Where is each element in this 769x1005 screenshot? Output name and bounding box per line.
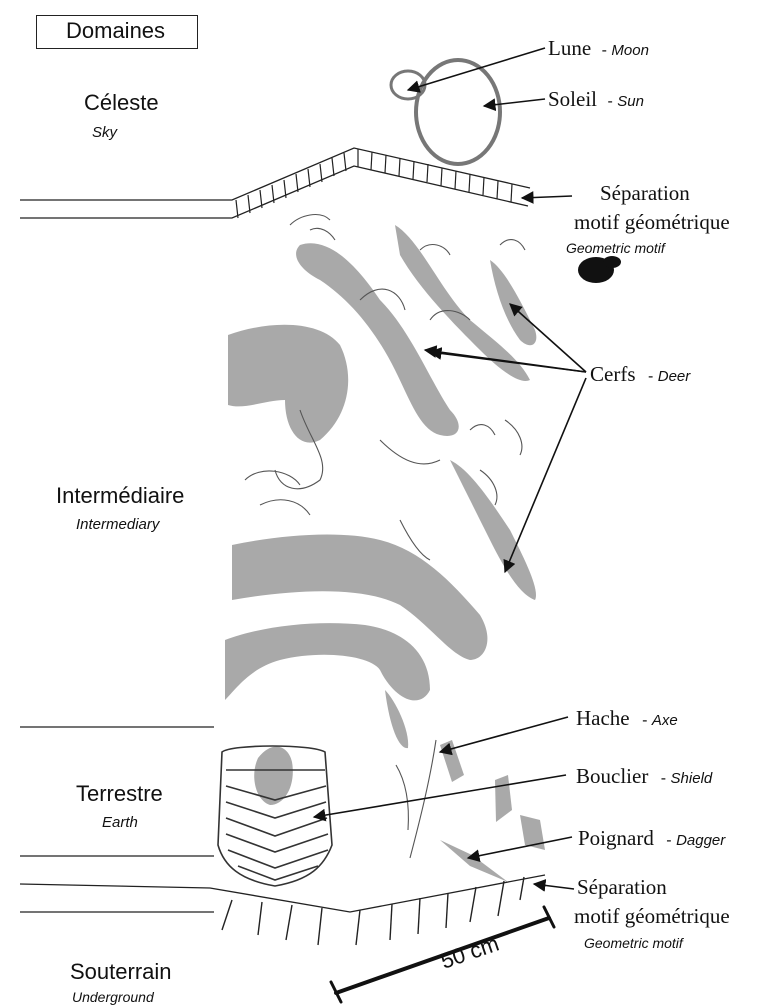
sun-shape — [416, 60, 500, 164]
engraved-figures — [225, 225, 545, 882]
domain-celeste-en: Sky — [92, 125, 117, 140]
domains-title: Domaines — [66, 20, 165, 42]
label-soleil-en: Sun — [617, 93, 644, 110]
label-cerfs-fr: Cerfs — [590, 362, 636, 386]
domain-intermediaire-label: Intermédiaire — [56, 485, 184, 507]
arrow-separation-top — [522, 196, 572, 198]
label-hache-en: Axe — [652, 712, 678, 729]
blob-figure-4 — [385, 690, 408, 748]
label-poignard-en: Dagger — [676, 832, 725, 849]
label-hache-dash: - — [642, 712, 647, 729]
domain-souterrain-en: Underground — [72, 990, 154, 1004]
label-separation-top-en: Geometric motif — [566, 241, 665, 255]
label-bouclier-fr: Bouclier — [576, 764, 648, 788]
arrow-moon — [408, 48, 545, 90]
label-bouclier-en: Shield — [671, 770, 713, 787]
arrow-shield — [314, 775, 566, 817]
label-poignard: Poignard - Dagger — [578, 828, 725, 849]
fly-mark — [578, 256, 621, 283]
label-soleil-fr: Soleil — [548, 87, 597, 111]
domain-celeste-label: Céleste — [84, 92, 159, 114]
dagger-figure — [440, 840, 508, 882]
label-poignard-fr: Poignard — [578, 826, 654, 850]
label-soleil-dash: - — [607, 93, 612, 110]
label-lune: Lune - Moon — [548, 38, 649, 59]
domain-terrestre-label: Terrestre — [76, 783, 163, 805]
label-hache: Hache - Axe — [576, 708, 678, 729]
domain-souterrain-label: Souterrain — [70, 961, 172, 983]
label-separation-bottom-en: Geometric motif — [584, 936, 683, 950]
blob-figure-1 — [228, 325, 348, 443]
deer-figure-3 — [490, 260, 536, 345]
label-lune-en: Moon — [611, 42, 649, 59]
label-hache-fr: Hache — [576, 706, 630, 730]
label-cerfs-dash: - — [648, 368, 653, 385]
label-separation-bottom-2: motif géométrique — [574, 906, 730, 927]
top-geometric-band — [236, 149, 512, 218]
label-bouclier: Bouclier - Shield — [576, 766, 712, 787]
label-separation-bottom-1: Séparation — [577, 877, 667, 898]
label-poignard-dash: - — [666, 832, 671, 849]
label-soleil: Soleil - Sun — [548, 89, 644, 110]
arrow-dagger — [468, 837, 572, 858]
small-figure — [495, 775, 512, 822]
label-lune-fr: Lune — [548, 36, 591, 60]
domain-intermediaire-en: Intermediary — [76, 517, 159, 532]
label-bouclier-dash: - — [661, 770, 666, 787]
label-separation-top-2: motif géométrique — [574, 212, 730, 233]
arrow-deer-4 — [505, 378, 586, 572]
arrow-separation-bottom — [534, 884, 574, 889]
label-cerfs: Cerfs - Deer — [590, 364, 690, 385]
blob-figure-3 — [225, 623, 430, 700]
domain-terrestre-en: Earth — [102, 815, 138, 830]
label-separation-top-1: Séparation — [600, 183, 690, 204]
label-cerfs-en: Deer — [658, 368, 691, 385]
arrow-axe — [440, 717, 568, 752]
arrow-sun — [484, 99, 545, 106]
label-lune-dash: - — [602, 42, 607, 59]
